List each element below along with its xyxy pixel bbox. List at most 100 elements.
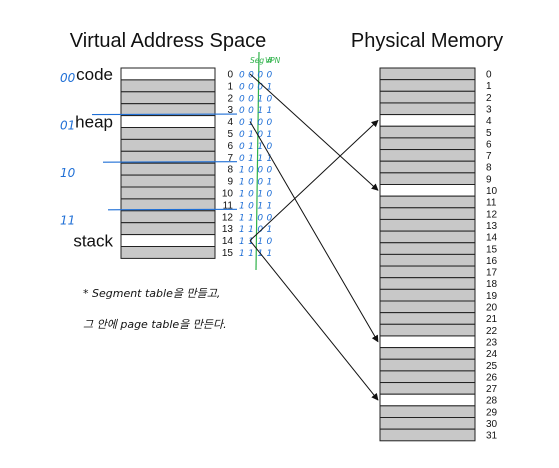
virtual-page-10 xyxy=(120,186,216,200)
virtual-page-number-9: 9 xyxy=(227,177,233,188)
physical-frame-0 xyxy=(379,67,476,81)
physical-frame-23 xyxy=(379,335,476,349)
seg-vpn-divider-line xyxy=(255,51,260,271)
physical-frame-number-25: 25 xyxy=(486,361,498,372)
virtual-page-4 xyxy=(120,115,216,128)
mapping-arrows xyxy=(249,73,379,401)
seg-column-header: Seg # xyxy=(250,56,273,65)
physical-frame-1 xyxy=(379,79,476,92)
physical-frame-22 xyxy=(379,323,476,337)
segment-code-10: 10 xyxy=(60,166,76,180)
mapping-arrow-3 xyxy=(249,240,379,401)
binary-code-2: 0 0 1 0 xyxy=(239,94,273,104)
virtual-page-2 xyxy=(120,91,216,105)
physical-frame-number-30: 30 xyxy=(486,419,498,430)
binary-code-10: 1 0 1 0 xyxy=(239,190,273,200)
physical-frame-number-7: 7 xyxy=(486,151,492,162)
physical-frame-number-22: 22 xyxy=(486,326,498,337)
virtual-address-space-title: Virtual Address Space xyxy=(70,30,266,52)
physical-frame-25 xyxy=(379,358,476,372)
note-line-2: 그 안에 page table을 만든다. xyxy=(83,318,227,331)
physical-frame-number-23: 23 xyxy=(486,337,498,348)
physical-frame-number-21: 21 xyxy=(486,314,498,325)
physical-frame-number-14: 14 xyxy=(486,233,498,244)
binary-code-3: 0 0 1 1 xyxy=(239,106,273,116)
physical-frame-number-12: 12 xyxy=(486,209,498,220)
virtual-page-1 xyxy=(120,79,216,93)
physical-frame-numbers: 0123456789101112131415161718192021222324… xyxy=(486,70,498,442)
virtual-page-6 xyxy=(120,138,216,152)
virtual-page-0 xyxy=(120,67,216,81)
virtual-page-13 xyxy=(120,222,216,236)
binary-code-1: 0 0 0 1 xyxy=(239,82,273,92)
binary-code-13: 1 1 0 1 xyxy=(239,225,273,235)
physical-frame-number-1: 1 xyxy=(486,81,492,92)
physical-frame-10 xyxy=(379,184,476,197)
physical-frame-26 xyxy=(379,370,476,384)
physical-frame-number-24: 24 xyxy=(486,349,498,360)
physical-frame-8 xyxy=(379,160,476,174)
physical-frame-13 xyxy=(379,218,476,232)
physical-frame-12 xyxy=(379,207,476,220)
physical-frame-number-10: 10 xyxy=(486,186,498,197)
note-line-1: * Segment table을 만들고, xyxy=(83,287,220,300)
physical-frame-number-17: 17 xyxy=(486,268,498,279)
physical-frame-2 xyxy=(379,90,476,104)
binary-code-8: 1 0 0 0 xyxy=(239,166,273,176)
virtual-page-number-1: 1 xyxy=(227,81,233,92)
mapping-arrow-1 xyxy=(249,121,379,343)
physical-frame-3 xyxy=(379,102,476,116)
virtual-page-12 xyxy=(120,210,216,224)
segment-label-stack: stack xyxy=(73,232,113,251)
virtual-page-column xyxy=(120,67,216,259)
segment-code-00: 00 xyxy=(60,71,76,85)
virtual-page-number-4: 4 xyxy=(227,117,233,128)
virtual-page-number-15: 15 xyxy=(222,248,234,259)
binary-code-9: 1 0 0 1 xyxy=(239,178,273,188)
physical-frame-number-11: 11 xyxy=(486,198,497,209)
virtual-page-number-5: 5 xyxy=(227,129,233,140)
handwritten-annotations: Seg # VPN 0 0 0 00 0 0 1 0 0 1 0 0 0 1 1 0 … xyxy=(60,51,281,331)
segment-label-code: code xyxy=(76,65,113,84)
segment-boundary-line-1 xyxy=(91,113,238,116)
physical-frame-number-31: 31 xyxy=(486,431,498,442)
segment-code-11: 11 xyxy=(60,214,75,228)
physical-frame-11 xyxy=(379,195,476,209)
binary-code-6: 0 1 1 0 xyxy=(239,142,273,152)
virtual-page-number-0: 0 xyxy=(227,70,233,81)
binary-code-14: 1 1 1 0 xyxy=(239,237,273,247)
virtual-page-number-13: 13 xyxy=(222,224,234,235)
physical-frame-number-9: 9 xyxy=(486,174,492,185)
binary-code-11: 1 0 1 1 xyxy=(239,201,273,211)
physical-frame-column xyxy=(379,67,476,442)
physical-frame-18 xyxy=(379,277,476,290)
virtual-page-8 xyxy=(120,162,216,176)
vpn-column-header: VPN xyxy=(265,56,281,65)
binary-code-4: 0 1 0 0 xyxy=(239,118,273,128)
binary-code-7: 0 1 1 1 xyxy=(239,154,273,164)
physical-frame-19 xyxy=(379,288,476,302)
physical-frame-number-0: 0 xyxy=(486,70,492,81)
segment-boundary-lines xyxy=(91,113,238,211)
physical-frame-15 xyxy=(379,242,476,255)
physical-frame-number-8: 8 xyxy=(486,163,492,174)
physical-frame-number-29: 29 xyxy=(486,407,498,418)
physical-frame-24 xyxy=(379,347,476,360)
binary-code-0: 0 0 0 0 xyxy=(239,71,273,81)
physical-frame-number-20: 20 xyxy=(486,303,498,314)
physical-frame-29 xyxy=(379,405,476,419)
binary-code-5: 0 1 0 1 xyxy=(239,130,273,140)
physical-frame-7 xyxy=(379,149,476,162)
virtual-page-14 xyxy=(120,234,216,248)
physical-frame-number-19: 19 xyxy=(486,291,498,302)
physical-frame-6 xyxy=(379,137,476,151)
physical-frame-number-27: 27 xyxy=(486,384,498,395)
physical-frame-number-16: 16 xyxy=(486,256,498,267)
physical-frame-31 xyxy=(379,428,476,442)
segment-boundary-line-3 xyxy=(107,208,238,211)
physical-frame-number-2: 2 xyxy=(486,93,492,104)
